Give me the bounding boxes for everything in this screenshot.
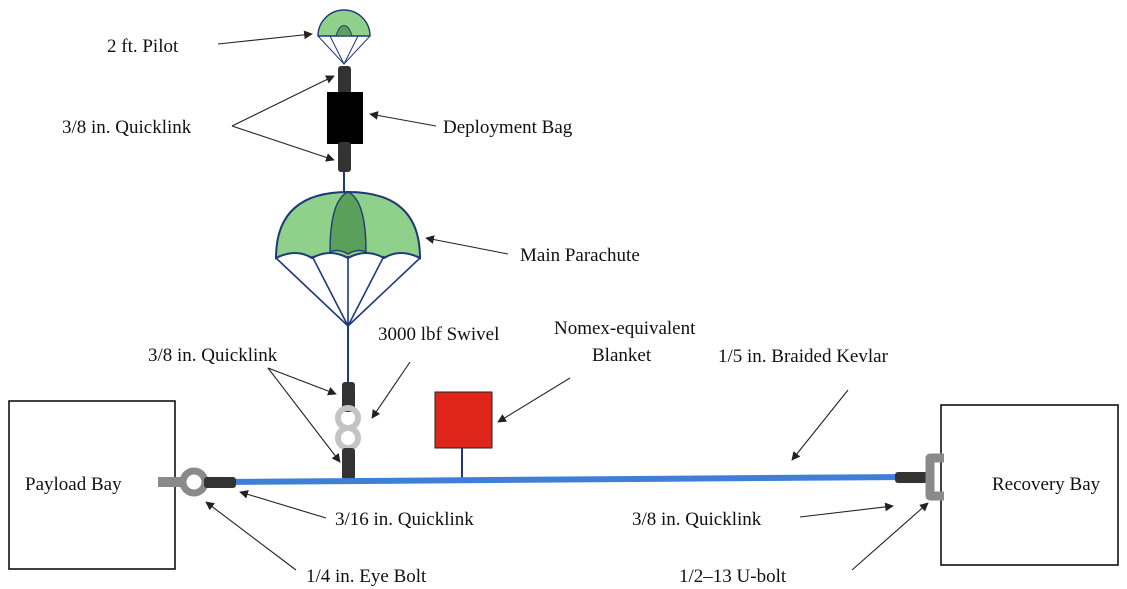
label-quicklink-top: 3/8 in. Quicklink xyxy=(62,117,192,138)
label-eye-bolt: 1/4 in. Eye Bolt xyxy=(306,566,427,587)
main-parachute xyxy=(274,190,422,327)
quicklink-top-lower xyxy=(338,142,351,172)
label-main-parachute: Main Parachute xyxy=(520,245,640,266)
arrow-eye-bolt xyxy=(205,501,297,571)
arrow-quicklink-mid-upper xyxy=(267,367,337,396)
quicklink-mid-upper xyxy=(342,382,355,412)
kevlar-shock-cord xyxy=(223,474,904,485)
arrow-main-parachute xyxy=(425,235,509,255)
recovery-bay-box xyxy=(940,404,1119,566)
pilot-parachute xyxy=(317,9,371,66)
arrow-quicklink-top-lower xyxy=(231,125,335,162)
quicklink-top-upper xyxy=(338,66,351,94)
label-u-bolt: 1/2–13 U-bolt xyxy=(679,566,787,587)
quicklink-316 xyxy=(204,477,236,488)
arrow-deployment-bag xyxy=(369,111,437,127)
label-quicklink-right: 3/8 in. Quicklink xyxy=(632,509,762,530)
deployment-bag xyxy=(327,92,363,144)
arrow-blanket xyxy=(497,377,571,423)
label-pilot: 2 ft. Pilot xyxy=(107,36,179,57)
label-swivel: 3000 lbf Swivel xyxy=(378,324,499,345)
u-bolt xyxy=(925,453,944,501)
label-blanket-line2: Blanket xyxy=(592,345,652,366)
arrow-quicklink-316 xyxy=(239,490,327,519)
arrow-u-bolt xyxy=(851,502,929,571)
arrow-quicklink-top-upper xyxy=(231,75,335,127)
arrow-quicklink-mid-lower xyxy=(267,367,341,463)
arrow-quicklink-right xyxy=(799,502,894,518)
label-quicklink-316: 3/16 in. Quicklink xyxy=(335,509,474,530)
nomex-blanket xyxy=(434,391,493,449)
label-payload-bay: Payload Bay xyxy=(25,474,122,495)
quicklink-mid-lower xyxy=(342,448,355,480)
arrow-swivel xyxy=(371,361,411,419)
label-blanket-line1: Nomex-equivalent xyxy=(554,318,696,339)
label-deployment-bag: Deployment Bag xyxy=(443,117,573,138)
arrow-pilot xyxy=(217,30,313,45)
payload-bay-box xyxy=(8,400,176,570)
arrow-kevlar xyxy=(791,389,849,461)
swivel xyxy=(335,405,361,451)
label-recovery-bay: Recovery Bay xyxy=(992,474,1101,495)
label-quicklink-mid: 3/8 in. Quicklink xyxy=(148,345,278,366)
quicklink-right xyxy=(895,472,929,483)
label-kevlar: 1/5 in. Braided Kevlar xyxy=(718,346,889,367)
